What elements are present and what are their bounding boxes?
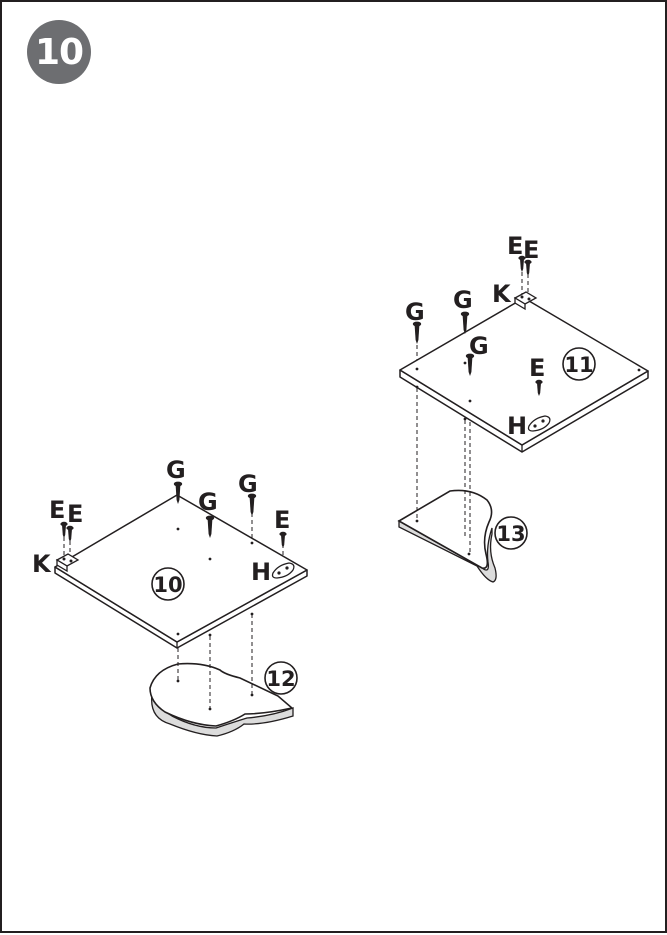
cam-screw-label-e: E [67,500,83,528]
screw-label-g: G [198,488,218,516]
cam-screw-label-e: E [523,236,539,264]
hinge-plate-h-left [271,562,295,579]
screw-label-g: G [405,298,425,326]
cam-screw-e-icon [279,531,287,548]
step-number: 10 [34,31,84,73]
hinge-plate-h-right [527,415,551,432]
step-number-badge: 10 [27,20,91,84]
panel-11 [399,297,649,453]
cam-screw-e-icon [66,525,74,542]
support-number: 12 [266,667,295,691]
panel-10 [54,494,308,649]
support-number: 13 [496,522,525,546]
right-assembly: G G G E E E K H 11 13 [397,232,649,583]
screw-label-g: G [469,332,489,360]
screw-label-g: G [238,470,258,498]
cam-screw-label-e: E [507,232,523,260]
part-number-circle [494,516,528,550]
cam-screw-label-e: E [274,506,290,534]
hinge-label-h: H [507,412,527,440]
screw-label-g: G [166,456,186,484]
bracket-label-k: K [32,550,52,578]
cam-screw-label-e: E [529,354,545,382]
part-number-circle [264,661,298,695]
cam-screw-label-e: E [49,496,65,524]
bracket-k-right [513,291,538,311]
screw-label-g: G [453,286,473,314]
bracket-label-k: K [492,280,512,308]
hinge-label-h: H [251,558,271,586]
part-number-circle [151,567,185,601]
panel-number: 10 [153,573,182,597]
left-assembly: G G G E E E K H 10 12 [32,456,308,737]
support-piece-12 [149,662,294,737]
part-number-circle [562,347,596,381]
bracket-k-left [55,553,80,573]
panel-number: 11 [564,353,593,377]
support-piece-13 [397,489,497,583]
